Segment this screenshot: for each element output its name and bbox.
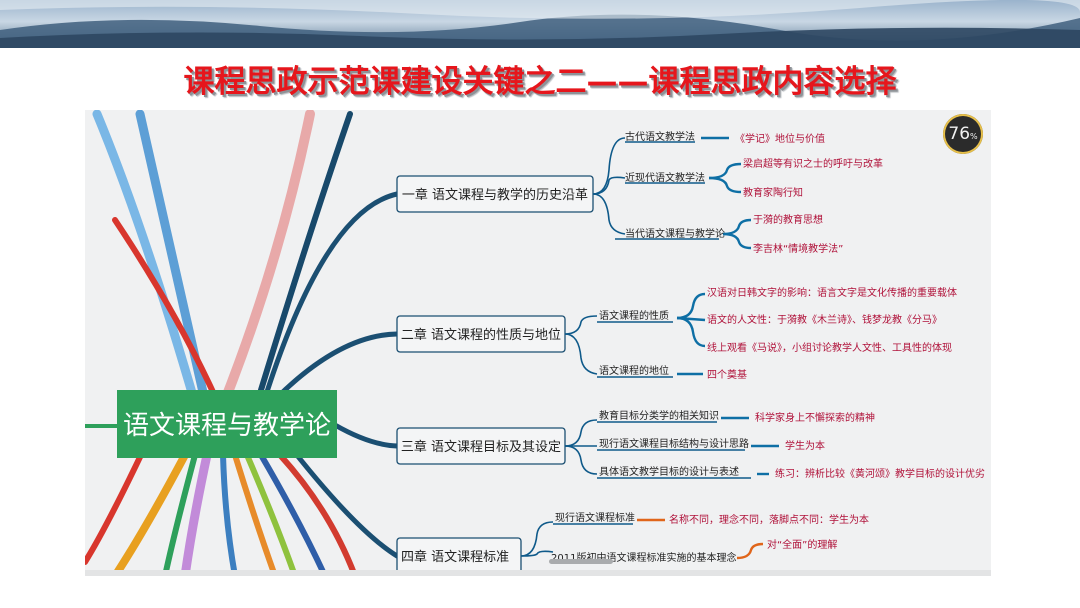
- detail-label: 科学家身上不懈探索的精神: [755, 411, 875, 424]
- root-node[interactable]: 语文课程与教学论: [117, 390, 337, 458]
- canvas-status-bar: [85, 570, 991, 576]
- detail-label: 梁启超等有识之士的呼吁与改革: [743, 157, 883, 170]
- root-label: 语文课程与教学论: [123, 411, 331, 441]
- zoom-level-indicator[interactable]: 76%: [943, 114, 983, 154]
- topic-label: 古代语文教学法: [625, 130, 695, 143]
- detail-label: 汉语对日韩文字的影响：语言文字是文化传播的重要载体: [707, 286, 957, 299]
- chapter-node-2[interactable]: 二章 语文课程的性质与地位: [396, 315, 566, 353]
- chapter-node-3[interactable]: 三章 语文课程目标及其设定: [396, 427, 566, 465]
- root-to-chapter3-connector: [332, 422, 400, 449]
- topic-label: 近现代语文教学法: [625, 171, 705, 184]
- detail-label: 名称不同，理念不同，落脚点不同：学生为本: [669, 513, 869, 526]
- detail-label: 学生为本: [785, 439, 825, 452]
- zoom-value: 76: [948, 124, 971, 144]
- detail-label: 李吉林“情境教学法”: [753, 242, 843, 255]
- root-to-chapter1-connector: [262, 191, 400, 401]
- detail-label: 《学记》地位与价值: [735, 132, 825, 145]
- chapter-label: 二章 语文课程的性质与地位: [401, 327, 561, 343]
- topic-label: 当代语文课程与教学论: [625, 227, 725, 240]
- topic-label: 语文课程的地位: [599, 364, 669, 377]
- detail-label: 教育家陶行知: [743, 186, 803, 199]
- topic-label: 现行语文课程标准: [555, 511, 635, 524]
- topic-label: 语文课程的性质: [599, 309, 669, 322]
- chapter-node-1[interactable]: 一章 语文课程与教学的历史沿革: [396, 175, 594, 213]
- mindmap-canvas[interactable]: 语文课程与教学论 一章 语文课程与教学的历史沿革 古代语文教学法 近现代语文教学…: [85, 110, 991, 576]
- zoom-unit: %: [970, 132, 978, 141]
- root-to-chapter4-connector: [282, 437, 400, 559]
- detail-label: 四个奠基: [707, 368, 747, 381]
- chapter-node-4[interactable]: 四章 语文课程标准: [396, 537, 522, 575]
- chapter-label: 一章 语文课程与教学的历史沿革: [402, 187, 588, 203]
- detail-label: 练习：辨析比较《黄河颂》教学目标的设计优劣: [775, 467, 985, 480]
- detail-label: 对“全面”的理解: [767, 538, 837, 551]
- detail-label: 语文的人文性：于漪教《木兰诗》、钱梦龙教《分马》: [707, 313, 942, 326]
- topic-label: 现行语文课程目标结构与设计思路: [599, 437, 749, 450]
- topic-label: 教育目标分类学的相关知识: [599, 409, 719, 422]
- header-banner-image: [0, 0, 1080, 48]
- chapter-label: 三章 语文课程目标及其设定: [401, 439, 561, 455]
- detail-label: 于漪的教育思想: [753, 213, 823, 226]
- topic-label: 具体语文教学目标的设计与表述: [599, 465, 739, 478]
- detail-label: 线上观看《马说》，小组讨论教学人文性、工具性的体现: [707, 341, 952, 354]
- slide-title: 课程思政示范课建设关键之二——课程思政内容选择: [183, 64, 897, 100]
- chapter-label: 四章 语文课程标准: [401, 549, 509, 565]
- horizontal-scrollbar-thumb[interactable]: [549, 559, 613, 564]
